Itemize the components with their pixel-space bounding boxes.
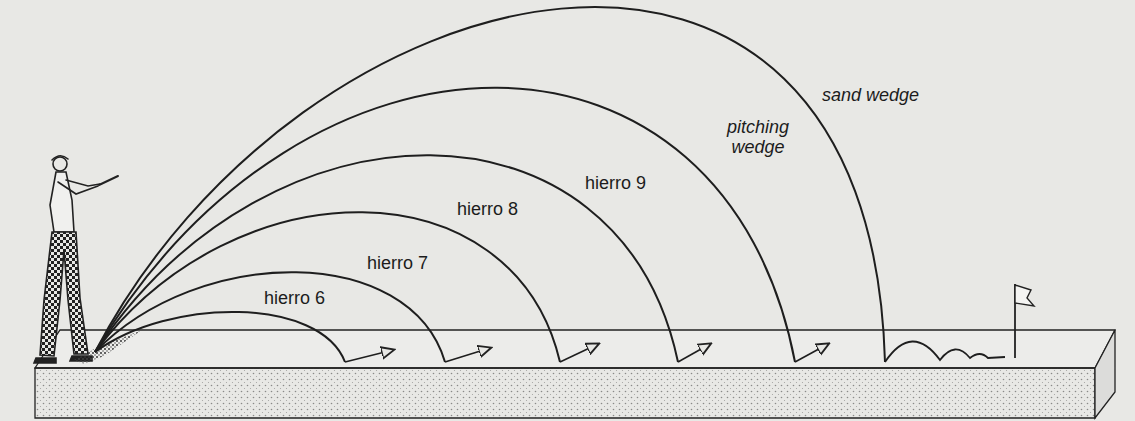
- trajectory-curve: [95, 212, 560, 362]
- golfer-trousers: [40, 232, 88, 356]
- golf-club: [99, 176, 118, 185]
- roll-arrow: [795, 344, 828, 362]
- roll-arrow: [678, 344, 710, 362]
- trajectory-curve: [95, 155, 678, 362]
- club-label: hierro 7: [367, 254, 428, 272]
- golfer-head: [53, 157, 67, 171]
- golfer-shoe: [34, 358, 56, 363]
- flag: [1015, 284, 1034, 358]
- club-label: pitching wedge: [718, 118, 798, 158]
- ground-slab: [35, 330, 1115, 418]
- trajectory-curve: [95, 7, 885, 362]
- golfer-arm: [58, 182, 98, 194]
- trajectory-curve: [95, 88, 795, 362]
- trajectories: [95, 7, 885, 362]
- flag-cloth: [1015, 285, 1034, 306]
- roll-arrows: [345, 341, 1005, 362]
- club-label: sand wedge: [822, 86, 919, 104]
- roll-arrow: [445, 348, 490, 362]
- slab-top: [35, 330, 1115, 368]
- club-label: hierro 8: [457, 200, 518, 218]
- bounce-path: [885, 341, 1005, 362]
- roll-arrow: [345, 350, 393, 362]
- club-label: hierro 9: [585, 174, 646, 192]
- club-label: hierro 6: [264, 289, 325, 307]
- roll-arrow: [560, 344, 598, 362]
- golfer-cap: [52, 156, 68, 160]
- slab-side: [1095, 330, 1115, 418]
- golfer-arm: [66, 180, 100, 186]
- slab-front: [35, 368, 1095, 418]
